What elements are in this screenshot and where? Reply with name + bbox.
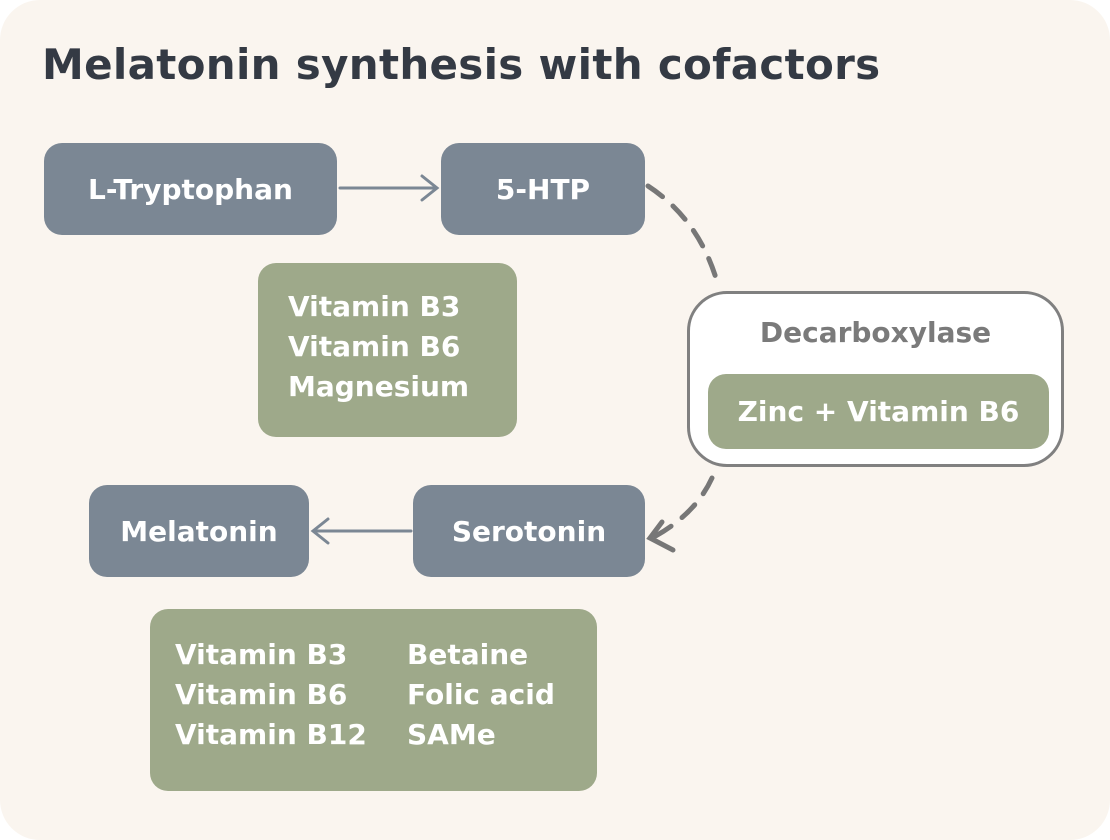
node-label: Serotonin: [451, 514, 607, 548]
arrow-serotonin-to-melatonin: [310, 517, 413, 545]
node-l-tryptophan: L-Tryptophan: [44, 143, 337, 235]
dashed-arrow-5htp-to-decarboxylase: [645, 183, 721, 288]
diagram-title: Melatonin synthesis with cofactors: [42, 40, 881, 89]
cofactor-item: Vitamin B12: [175, 718, 367, 751]
node-label: L-Tryptophan: [88, 172, 293, 206]
cofactor-item: SAMe: [407, 718, 496, 751]
cofactors-tryptophan-hydroxylase: Vitamin B3 Vitamin B6 Magnesium: [258, 263, 517, 437]
cofactor-item: Magnesium: [288, 370, 470, 403]
cofactor-item: Vitamin B6: [175, 678, 348, 711]
node-5-htp: 5-HTP: [441, 143, 645, 235]
cofactor-item: Vitamin B3: [175, 638, 348, 671]
enzyme-name: Decarboxylase: [759, 316, 992, 349]
cofactor-item: Vitamin B6: [288, 330, 461, 363]
arrow-tryptophan-to-5htp: [338, 174, 440, 202]
node-serotonin: Serotonin: [413, 485, 645, 577]
node-label: 5-HTP: [495, 172, 591, 206]
cofactor-item: Betaine: [407, 638, 529, 671]
enzyme-cofactor: Zinc + Vitamin B6: [708, 374, 1049, 449]
cofactor-item: Vitamin B3: [288, 290, 461, 323]
enzyme-decarboxylase: Decarboxylase Zinc + Vitamin B6: [687, 291, 1064, 467]
cofactor-item: Folic acid: [407, 678, 555, 711]
dashed-arrow-decarboxylase-to-serotonin: [646, 475, 715, 553]
node-label: Melatonin: [120, 514, 278, 548]
cofactors-serotonin-to-melatonin: Vitamin B3 Vitamin B6 Vitamin B12 Betain…: [150, 609, 597, 791]
enzyme-cofactor-label: Zinc + Vitamin B6: [737, 394, 1020, 428]
node-melatonin: Melatonin: [89, 485, 309, 577]
